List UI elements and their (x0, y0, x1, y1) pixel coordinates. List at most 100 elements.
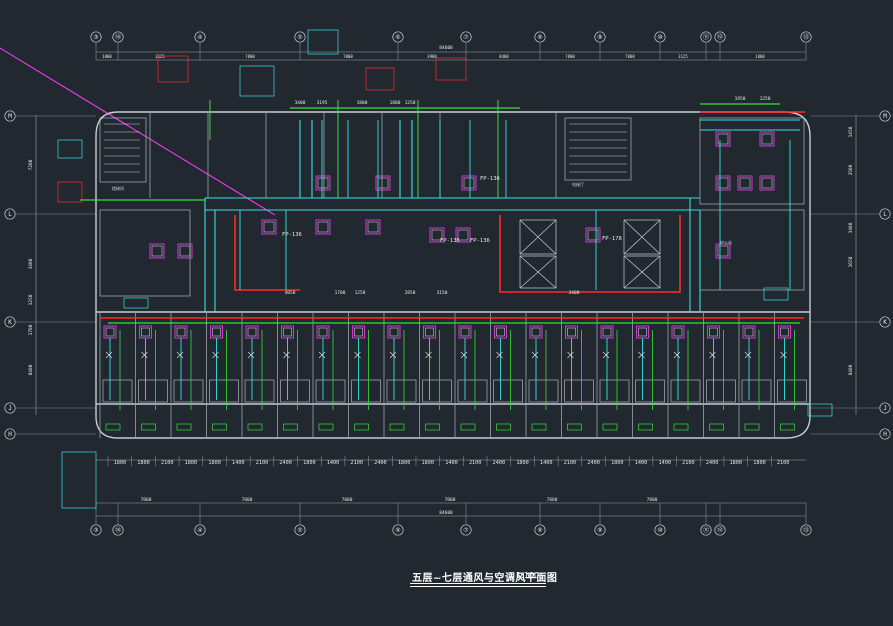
dimension-label: 1800 (185, 460, 198, 466)
dimension-label: 1250 (28, 294, 34, 305)
axis-bubble: K (879, 316, 891, 328)
axis-bubble: ⑥ (392, 31, 404, 43)
fan-coil-unit (103, 325, 121, 431)
dimension-label: 2100 (777, 460, 790, 466)
svg-text:⑭: ⑭ (115, 33, 121, 41)
fan-coil-unit (261, 219, 277, 235)
overall-dimension: 84600 (439, 45, 453, 51)
bottom-dimensions: 1800 1800 2100 1800 1800 1400 2100 2400 1800 1400… (107, 456, 790, 516)
elevator-shafts (519, 219, 661, 289)
fan-coil-unit (315, 175, 331, 191)
bay-dimension: 7800 (242, 497, 253, 503)
dimension-label: 1250 (355, 290, 366, 296)
drawing-title: 五层~七层通风与空调风平面图 (412, 573, 558, 584)
svg-text:⑬: ⑬ (803, 33, 809, 41)
dimension-label: 8400 (28, 364, 34, 375)
dimension-label: 1250 (760, 96, 771, 102)
dimension-label: 1800 (114, 460, 127, 466)
svg-text:K: K (8, 319, 12, 326)
axis-bubble: ③ (90, 524, 102, 536)
axis-bubble: ⑭ (112, 524, 124, 536)
svg-text:L: L (8, 211, 12, 218)
fan-coil-unit (600, 325, 618, 431)
fan-coil-unit (423, 325, 440, 431)
axis-bubble: ⑪ (700, 31, 712, 43)
bay-dimension: 7800 (342, 497, 353, 503)
axis-bubble: ⑩ (654, 31, 666, 43)
dimension-label: 1400 (327, 460, 340, 466)
dimension-label: 1650 (848, 256, 854, 267)
svg-text:⑩: ⑩ (657, 527, 662, 534)
fan-coil-unit (585, 227, 601, 243)
fan-coil-unit (759, 175, 775, 191)
dimension-label: 1800 (753, 460, 766, 466)
svg-text:⑦: ⑦ (463, 527, 468, 534)
svg-text:⑤: ⑤ (297, 527, 302, 534)
dimension-label: 3195 (317, 100, 328, 106)
fp-tag: FP-136 (282, 232, 302, 238)
dimension-label: 1800 (398, 460, 411, 466)
svg-text:H: H (8, 431, 12, 438)
axis-bubble: ③ (90, 31, 102, 43)
fan-coil-unit (715, 131, 731, 147)
dimension-label: 3125 (155, 54, 165, 59)
dimension-label: 1250 (405, 100, 416, 106)
dimension-label: 2100 (256, 460, 269, 466)
dimension-label: 1800 (730, 460, 743, 466)
dimension-label: 1800 (611, 460, 624, 466)
bottom-dimension-lines (96, 459, 806, 517)
stairwell-center (564, 117, 632, 181)
exhaust-ducts (80, 103, 800, 324)
dimension-label: 1950 (735, 96, 746, 102)
dimension-label: 1800 (102, 54, 112, 59)
fan-coil-unit (671, 325, 689, 431)
svg-text:L: L (883, 211, 887, 218)
axis-bubble: ⑪ (700, 524, 712, 536)
equipment-tags: FP-136 FP-136 FP-136 FP-136 FP-178 (282, 176, 622, 244)
axis-bubble: K (4, 316, 16, 328)
stairwell-left (99, 117, 147, 183)
fan-coil-unit (315, 219, 331, 235)
dimension-label: 1400 (445, 460, 458, 466)
dimension-label: 1700 (28, 324, 34, 335)
dimension-label: 1800 (137, 460, 150, 466)
dimension-label: 3400 (848, 222, 854, 233)
fan-coil-unit (139, 325, 156, 431)
fan-coil-unit (461, 175, 477, 191)
axis-bubble: J (4, 402, 16, 414)
svg-text:J: J (8, 405, 12, 412)
dimension-label: 3400 (569, 290, 580, 296)
dimension-label: 1400 (658, 460, 671, 466)
dimension-label: 7800 (245, 54, 255, 59)
svg-text:⑪: ⑪ (703, 526, 709, 534)
overall-dimension: 84600 (439, 510, 453, 516)
fan-coil-unit (565, 325, 582, 431)
dimension-label: 1700 (335, 290, 346, 296)
dimension-label: 8400 (499, 54, 509, 59)
fan-coil-unit (177, 243, 193, 259)
dimension-label: 7200 (28, 159, 34, 170)
svg-text:⑥: ⑥ (395, 527, 400, 534)
annotation-tags (57, 29, 833, 509)
dimension-label: 7800 (625, 54, 635, 59)
svg-text:M: M (8, 113, 12, 120)
axis-bubble: M (4, 110, 16, 122)
dimension-label: 2100 (469, 460, 482, 466)
svg-text:H: H (883, 431, 887, 438)
svg-text:③: ③ (93, 34, 98, 41)
bay-dimension: 7800 (547, 497, 558, 503)
axis-bubble: ⑫ (714, 524, 726, 536)
red-annotation-bands (100, 111, 805, 319)
fan-coil-unit (149, 243, 165, 259)
svg-text:M: M (883, 113, 887, 120)
svg-text:⑬: ⑬ (803, 526, 809, 534)
fan-coil-unit (529, 325, 547, 431)
dimension-label: 2100 (350, 460, 363, 466)
svg-text:③: ③ (93, 527, 98, 534)
axis-bubble: H (4, 428, 16, 440)
dimension-label: 8400 (848, 364, 854, 375)
dimension-label: 2100 (682, 460, 695, 466)
dimension-label: 2400 (706, 460, 719, 466)
